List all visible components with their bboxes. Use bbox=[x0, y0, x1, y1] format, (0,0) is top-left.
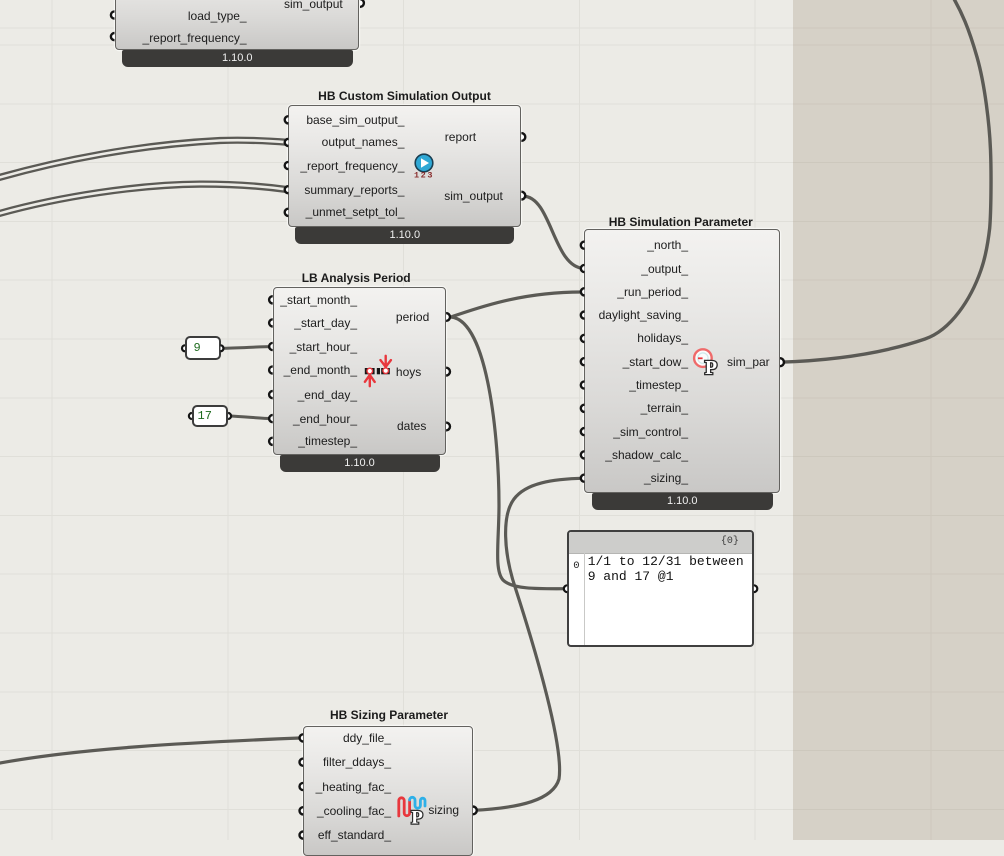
svg-text:P: P bbox=[411, 808, 423, 829]
svg-text:P: P bbox=[705, 357, 717, 379]
svg-text:123: 123 bbox=[414, 171, 434, 181]
